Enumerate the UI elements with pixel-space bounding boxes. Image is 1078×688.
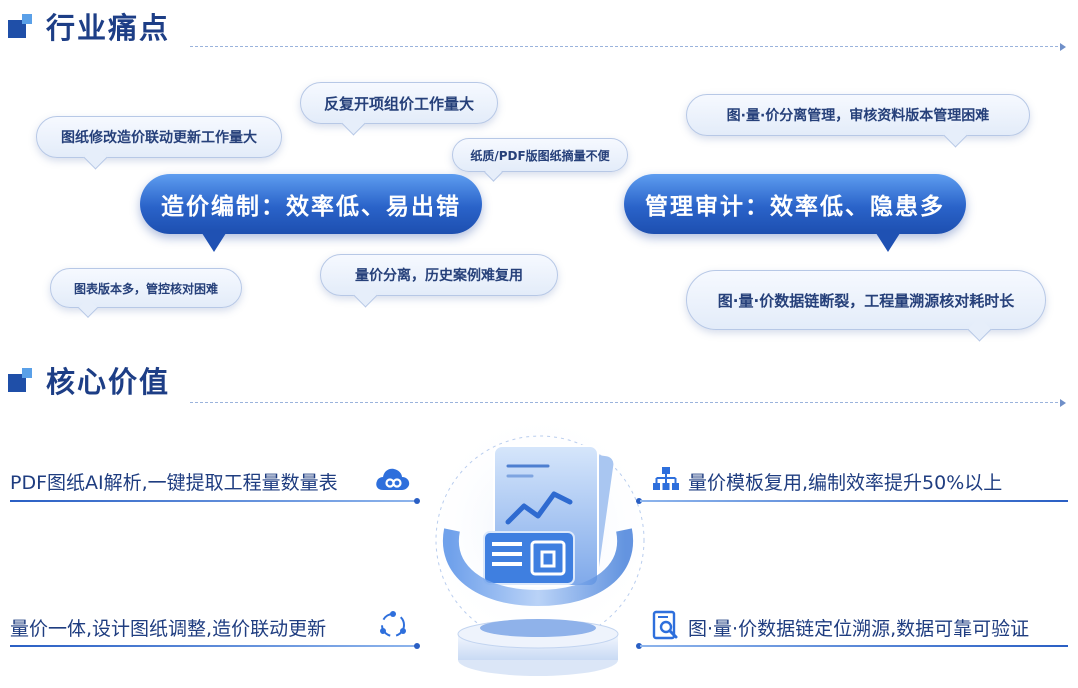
section-marker-icon bbox=[8, 12, 36, 40]
value-connector-line bbox=[640, 645, 1068, 647]
section-header-pain: 行业痛点 bbox=[8, 6, 170, 46]
pain-bubble: 反复开项组价工作量大 bbox=[300, 82, 498, 136]
value-item-text: 量价模板复用,编制效率提升50%以上 bbox=[688, 472, 1003, 494]
divider-arrow-icon bbox=[1060, 43, 1066, 51]
section-divider bbox=[190, 402, 1058, 403]
search-doc-icon bbox=[652, 610, 678, 640]
section-header-value: 核心价值 bbox=[8, 360, 170, 400]
pain-main-bubble-cost: 造价编制：效率低、易出错 bbox=[140, 174, 482, 252]
divider-arrow-icon bbox=[1060, 399, 1066, 407]
section-title-value: 核心价值 bbox=[46, 365, 171, 399]
pain-bubble: 量价分离，历史案例难复用 bbox=[320, 254, 558, 308]
value-connector-line bbox=[10, 500, 416, 502]
value-connector-dot bbox=[636, 498, 642, 504]
section-marker-icon bbox=[8, 366, 36, 394]
pain-bubble: 图·量·价分离管理，审核资料版本管理困难 bbox=[686, 94, 1030, 148]
cloud-icon bbox=[376, 468, 410, 490]
section-divider bbox=[190, 46, 1058, 47]
value-item-text: 量价一体,设计图纸调整,造价联动更新 bbox=[10, 618, 327, 640]
value-connector-line bbox=[10, 645, 416, 647]
value-item-text: PDF图纸AI解析,一键提取工程量数量表 bbox=[10, 472, 338, 494]
pain-bubble: 图纸修改造价联动更新工作量大 bbox=[36, 116, 282, 170]
pain-bubble: 图表版本多，管控核对困难 bbox=[50, 268, 242, 318]
document-chart-illustration bbox=[422, 422, 658, 676]
value-connector-dot bbox=[414, 498, 420, 504]
pain-bubble: 纸质/PDF版图纸摘量不便 bbox=[452, 138, 628, 182]
hierarchy-icon bbox=[653, 467, 679, 490]
pain-bubble: 图·量·价数据链断裂，工程量溯源核对耗时长 bbox=[686, 270, 1046, 342]
value-connector-dot bbox=[414, 643, 420, 649]
pain-main-bubble-audit: 管理审计：效率低、隐患多 bbox=[624, 174, 966, 252]
section-title-pain: 行业痛点 bbox=[46, 11, 171, 45]
cycle-icon bbox=[380, 611, 406, 637]
value-connector-dot bbox=[636, 643, 642, 649]
value-connector-line bbox=[640, 500, 1068, 502]
value-item-text: 图·量·价数据链定位溯源,数据可靠可验证 bbox=[688, 618, 1030, 640]
